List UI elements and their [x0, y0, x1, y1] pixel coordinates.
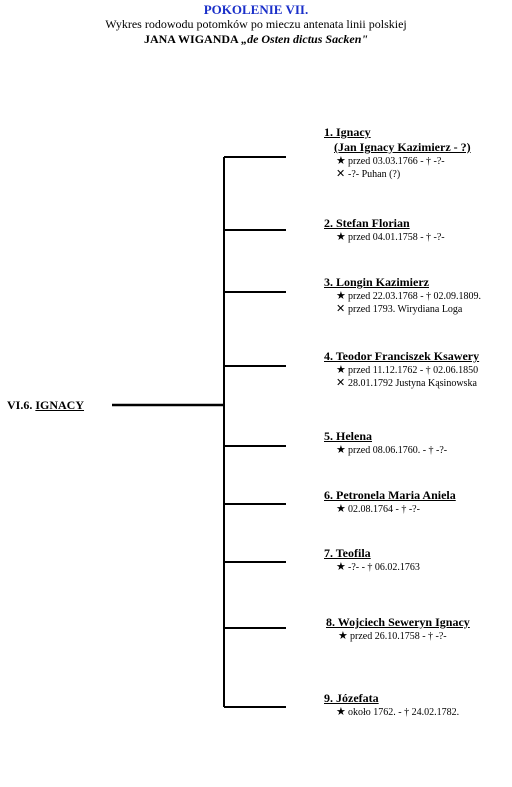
child-entry-8: 8. Wojciech Seweryn Ignacy ★przed 26.10.… — [326, 615, 470, 643]
star-icon: ★ — [336, 561, 346, 573]
birth-death-line: ★-?- - † 06.02.1763 — [336, 561, 420, 573]
root-person: VI.6. IGNACY — [7, 398, 84, 413]
star-icon: ★ — [336, 364, 346, 376]
child-entry-6: 6. Petronela Maria Aniela ★02.08.1764 - … — [324, 488, 456, 516]
birth-death-line: ★około 1762. - † 24.02.1782. — [336, 706, 460, 718]
child-name: 4. Teodor Franciszek Ksawery — [324, 349, 480, 363]
birth-death-line: ★02.08.1764 - † -?- — [336, 503, 420, 515]
child-entry-2: 2. Stefan Florian ★przed 04.01.1758 - † … — [324, 216, 445, 244]
star-icon: ★ — [336, 706, 346, 718]
child-entry-7: 7. Teofila ★-?- - † 06.02.1763 — [324, 546, 420, 574]
chart-subtitle: Wykres rodowodu potomków po mieczu anten… — [105, 17, 407, 31]
root-code: VI.6. — [7, 398, 33, 412]
root-name: IGNACY — [35, 398, 85, 412]
child-name: 6. Petronela Maria Aniela — [324, 488, 456, 502]
star-icon: ★ — [338, 630, 348, 642]
birth-death-line: ★przed 26.10.1758 - † -?- — [338, 630, 447, 642]
generation-title: POKOLENIE VII. — [203, 2, 309, 17]
child-name: 2. Stefan Florian — [324, 216, 410, 230]
star-icon: ★ — [336, 503, 346, 515]
marriage-cross-icon: ✕ — [336, 303, 346, 315]
marriage-cross-icon: ✕ — [336, 168, 346, 180]
chart-header: POKOLENIE VII. Wykres rodowodu potomków … — [0, 2, 512, 47]
child-name: 5. Helena — [324, 429, 372, 443]
child-alias: (Jan Ignacy Kazimierz - ?) — [334, 140, 471, 154]
child-entry-3: 3. Longin Kazimierz ★przed 22.03.1768 - … — [324, 275, 481, 316]
child-name: 1. Ignacy — [324, 125, 371, 139]
birth-death-line: ★przed 11.12.1762 - † 02.06.1850 — [336, 364, 479, 376]
child-entry-9: 9. Józefata ★około 1762. - † 24.02.1782. — [324, 691, 459, 719]
birth-death-line: ★przed 04.01.1758 - † -?- — [336, 231, 445, 243]
ancestor-nickname: „de Osten dictus Sacken" — [241, 32, 369, 46]
star-icon: ★ — [336, 231, 346, 243]
child-entry-4: 4. Teodor Franciszek Ksawery ★przed 11.1… — [324, 349, 479, 390]
marriage-line: ✕przed 1793. Wirydiana Loga — [336, 303, 463, 315]
star-icon: ★ — [336, 444, 346, 456]
ancestor-name: JANA WIGANDA „de Osten dictus Sacken" — [0, 32, 512, 47]
star-icon: ★ — [336, 290, 346, 302]
birth-death-line: ★przed 03.03.1766 - † -?- — [336, 155, 445, 167]
child-name: 3. Longin Kazimierz — [324, 275, 429, 289]
child-entry-5: 5. Helena ★przed 08.06.1760. - † -?- — [324, 429, 447, 457]
birth-death-line: ★przed 08.06.1760. - † -?- — [336, 444, 448, 456]
child-name: 7. Teofila — [324, 546, 371, 560]
child-name: 8. Wojciech Seweryn Ignacy — [326, 615, 470, 629]
ancestor-name-main: JANA WIGANDA — [143, 32, 239, 46]
child-entry-1: 1. Ignacy (Jan Ignacy Kazimierz - ?) ★pr… — [324, 125, 471, 181]
child-name: 9. Józefata — [324, 691, 379, 705]
branch-lines — [224, 156, 286, 708]
marriage-line: ✕-?- Puhan (?) — [336, 168, 401, 180]
marriage-line: ✕28.01.1792 Justyna Kąsinowska — [336, 377, 477, 389]
birth-death-line: ★przed 22.03.1768 - † 02.09.1809. — [336, 290, 482, 302]
star-icon: ★ — [336, 155, 346, 167]
marriage-cross-icon: ✕ — [336, 377, 346, 389]
